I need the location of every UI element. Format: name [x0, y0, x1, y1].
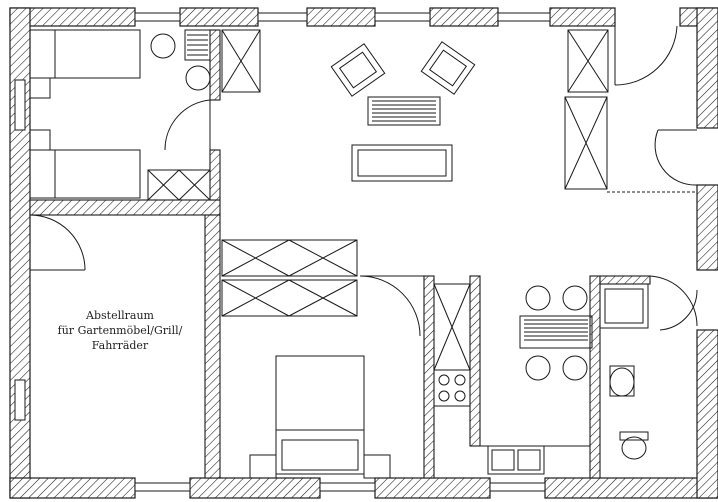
bed-lower [29, 149, 141, 199]
stove [433, 369, 471, 407]
shower [599, 283, 649, 329]
armchair [330, 43, 386, 97]
armchair [420, 41, 476, 95]
doors [29, 25, 698, 337]
double-bed [275, 355, 365, 475]
cabinet [221, 29, 261, 93]
chair [562, 285, 588, 311]
interior-walls [29, 29, 651, 479]
storage-room-usage: für Gartenmöbel/Grill/ [57, 324, 183, 337]
cabinet-right-lower [564, 96, 608, 190]
storage-room-label: Abstellraum für Gartenmöbel/Grill/ Fahrr… [40, 308, 200, 353]
storage-room-title: Abstellraum [86, 309, 154, 322]
wardrobe [147, 169, 211, 201]
bed-upper [29, 29, 141, 79]
wardrobe-center-upper [221, 239, 358, 277]
desk [184, 29, 211, 61]
toilet [621, 436, 647, 460]
windows [14, 12, 551, 492]
washbasin [609, 367, 635, 397]
chair [525, 355, 551, 381]
wardrobe-center-lower [221, 279, 358, 317]
coffee-table [367, 96, 441, 126]
chair [562, 355, 588, 381]
dining-table [519, 315, 593, 349]
cabinet-right [567, 29, 609, 93]
furniture [29, 29, 697, 479]
sofa [351, 144, 453, 182]
chair [525, 285, 551, 311]
storage-room-usage-cont: Fahrräder [91, 339, 149, 352]
stool [150, 33, 176, 59]
stool [185, 65, 211, 91]
